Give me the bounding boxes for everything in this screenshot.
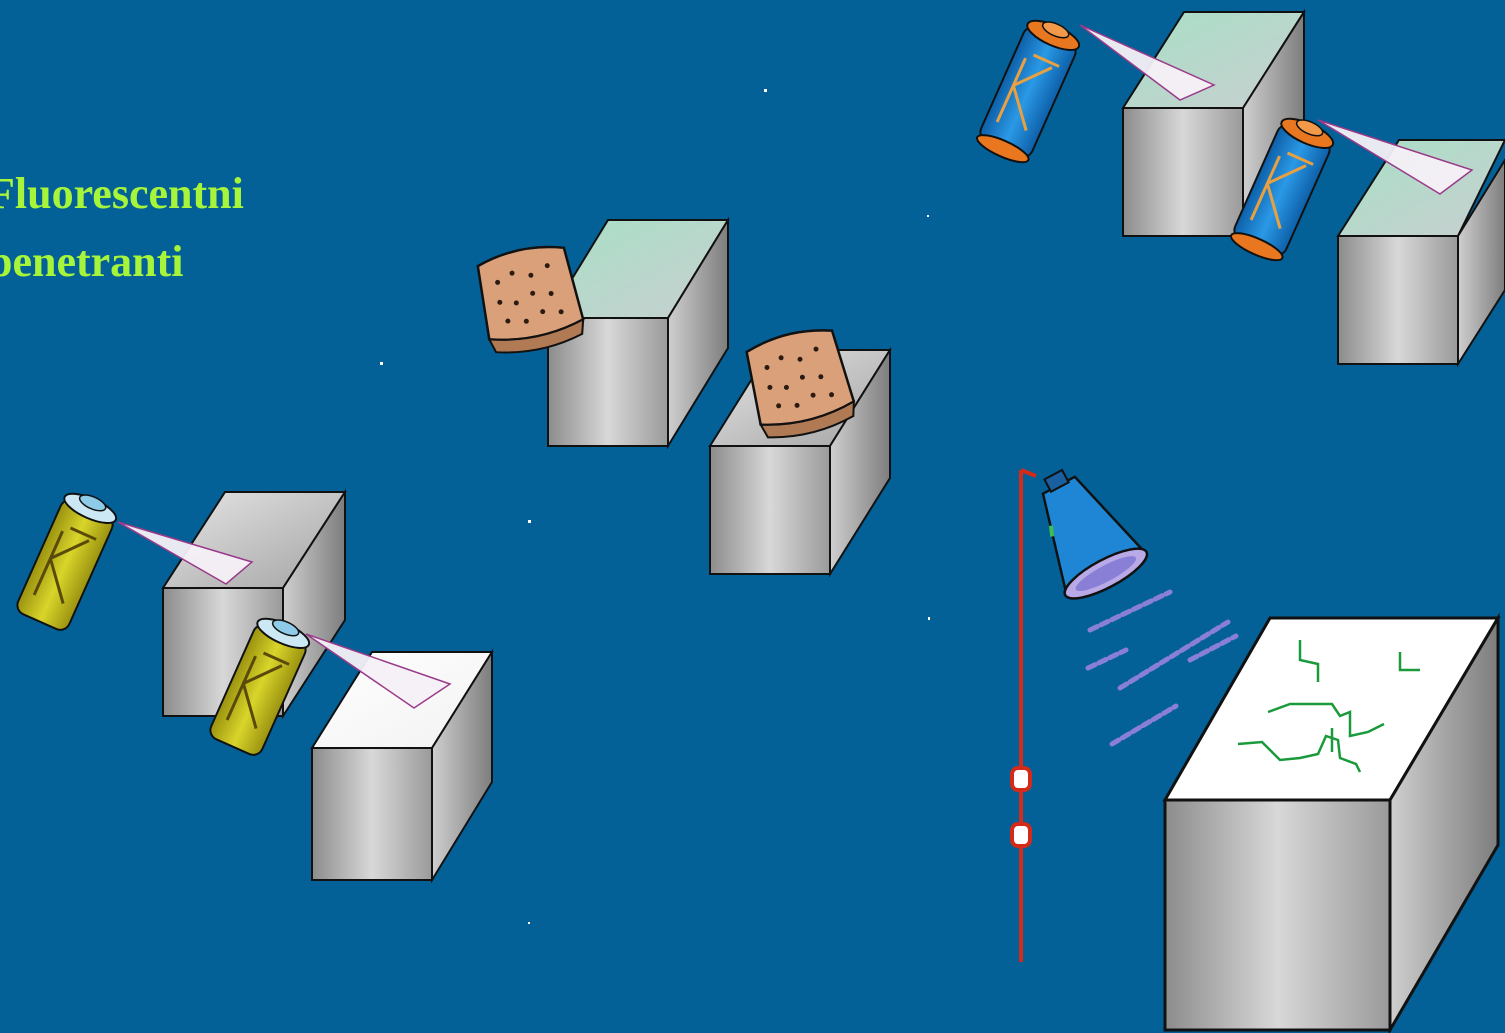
spray-can-icon [14,486,120,633]
spray-can-icon [974,13,1084,167]
cube-inspection [1165,618,1498,1030]
lamp-stand [1012,470,1036,962]
